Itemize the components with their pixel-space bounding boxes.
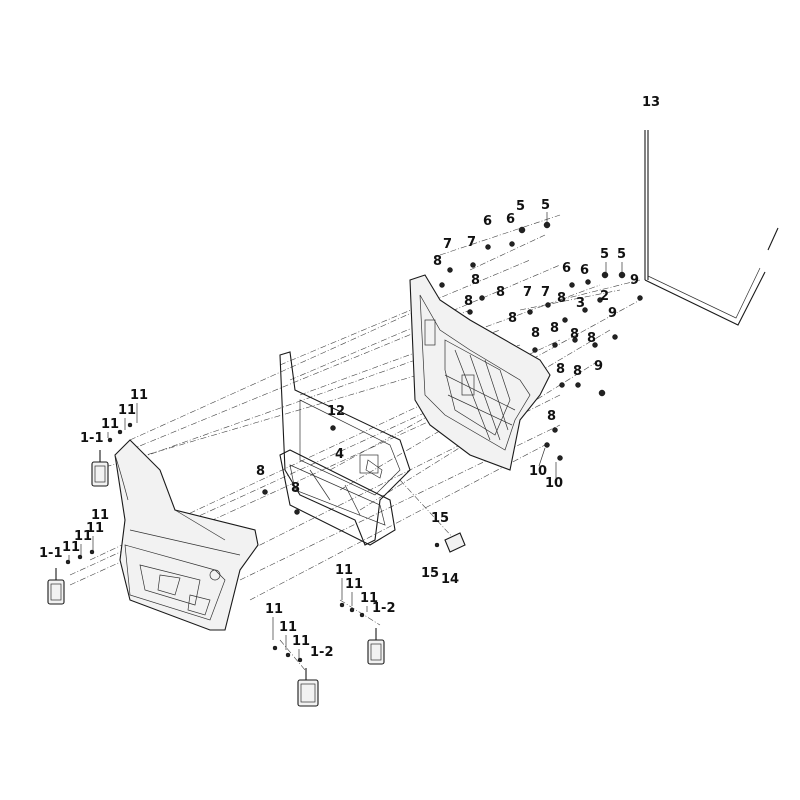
callout-label: 5 <box>541 198 550 213</box>
callout-label: 8 <box>531 326 540 341</box>
callout-label: 8 <box>256 464 265 479</box>
callout-label: 7 <box>523 285 532 300</box>
callout-label: 11 <box>335 563 353 578</box>
callout-label: 1-2 <box>310 645 334 660</box>
callout-label: 5 <box>600 247 609 262</box>
callout-label: 8 <box>587 331 596 346</box>
callout-label: 11 <box>130 388 148 403</box>
callout-label: 8 <box>550 321 559 336</box>
callout-label: 8 <box>508 311 517 326</box>
callout-label: 8 <box>433 254 442 269</box>
callout-label: 12 <box>327 404 345 419</box>
callout-label: 11 <box>265 602 283 617</box>
callout-label: 9 <box>608 306 617 321</box>
hinge-1-1-lower <box>47 568 65 605</box>
callout-label: 8 <box>464 294 473 309</box>
callout-label: 10 <box>529 464 547 479</box>
callout-label: 8 <box>557 291 566 306</box>
callout-label: 5 <box>516 199 525 214</box>
callout-label: 8 <box>471 273 480 288</box>
callout-ticks <box>68 212 623 658</box>
callout-label: 11 <box>360 591 378 606</box>
callout-label: 5 <box>617 247 626 262</box>
callout-label: 9 <box>594 359 603 374</box>
callout-label: 11 <box>86 521 104 536</box>
callout-label: 10 <box>545 476 563 491</box>
callout-label: 11 <box>101 417 119 432</box>
callout-label: 1-1 <box>39 546 63 561</box>
hinge-1-2-right <box>367 628 385 665</box>
callout-label: 8 <box>291 481 300 496</box>
rod-assembly <box>644 130 779 326</box>
callout-label: 4 <box>335 447 344 462</box>
callout-labels: 13 5 6 6 5 7 7 8 8 8 6 6 5 5 7 7 8 3 2 9… <box>39 95 660 660</box>
center-door-frame <box>279 351 411 546</box>
callout-label: 6 <box>580 263 589 278</box>
callout-label: 11 <box>345 577 363 592</box>
callout-label: 8 <box>556 362 565 377</box>
front-door-panel <box>114 439 259 631</box>
fasteners <box>65 221 643 663</box>
callout-label: 7 <box>443 237 452 252</box>
callout-label: 7 <box>467 235 476 250</box>
callout-label: 9 <box>630 273 639 288</box>
callout-label: 11 <box>292 634 310 649</box>
callout-label: 11 <box>62 540 80 555</box>
callout-label: 7 <box>541 285 550 300</box>
callout-label: 11 <box>118 403 136 418</box>
hinge-1-1-upper <box>91 450 109 487</box>
callout-label: 8 <box>496 285 505 300</box>
callout-label: 13 <box>642 95 660 110</box>
callout-label: 8 <box>573 364 582 379</box>
callout-label: 2 <box>600 289 609 304</box>
callout-label: 15 <box>421 566 439 581</box>
callout-label: 3 <box>576 296 585 311</box>
callout-label: 14 <box>441 572 459 587</box>
callout-label: 6 <box>506 212 515 227</box>
callout-label: 11 <box>91 508 109 523</box>
callout-label: 11 <box>74 529 92 544</box>
hinge-1-2-left <box>297 668 319 707</box>
callout-label: 15 <box>431 511 449 526</box>
callout-label: 1-1 <box>80 431 104 446</box>
callout-label: 8 <box>547 409 556 424</box>
callout-label: 8 <box>570 327 579 342</box>
callout-label: 6 <box>483 214 492 229</box>
callout-label: 11 <box>279 620 297 635</box>
callout-label: 6 <box>562 261 571 276</box>
callout-label: 1-2 <box>372 601 396 616</box>
rear-door-frame <box>409 274 551 471</box>
latch-part-14 <box>444 532 466 553</box>
